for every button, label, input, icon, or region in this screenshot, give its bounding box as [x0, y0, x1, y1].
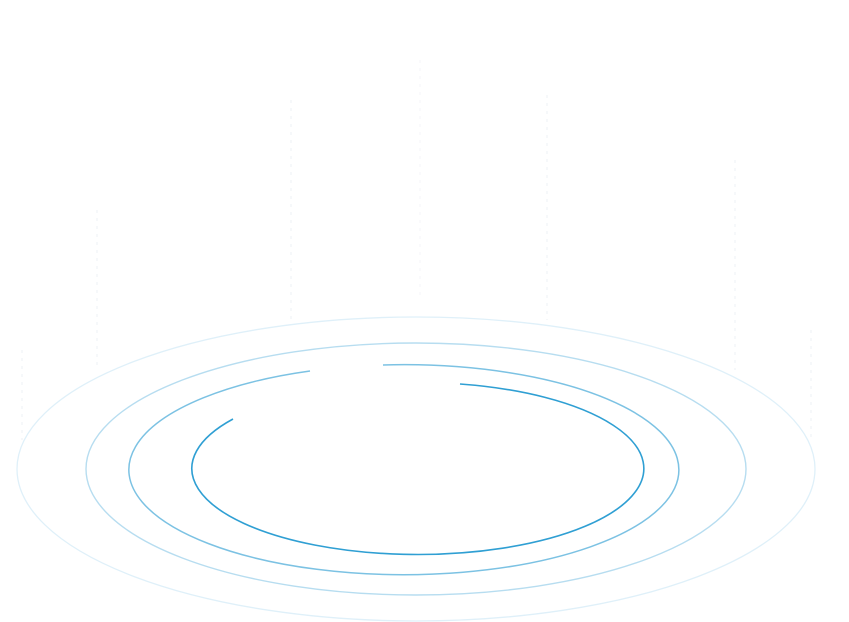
inner-ring	[191, 383, 645, 556]
second-ring	[85, 342, 747, 596]
outer-ring	[16, 316, 816, 622]
vertical-guides	[21, 60, 812, 440]
third-ring	[128, 363, 680, 576]
